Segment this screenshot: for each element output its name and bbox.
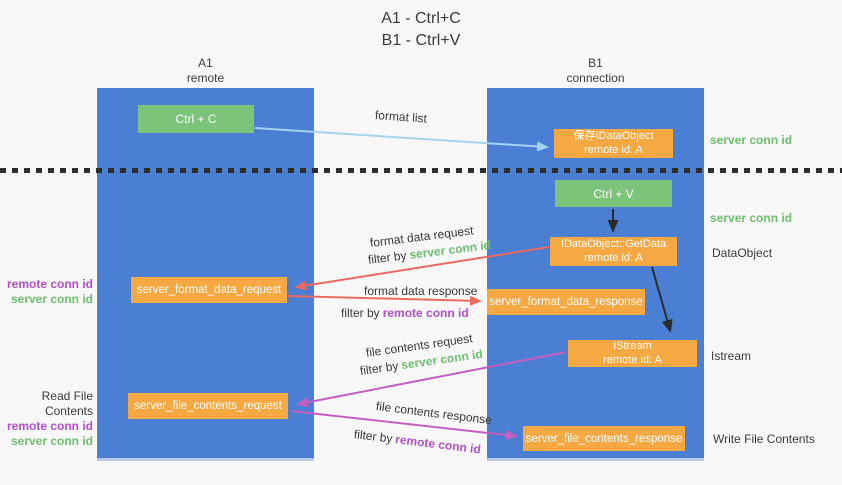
server-conn-id-label: server conn id [10, 434, 93, 448]
node-server-file-contents-request-label: server_file_contents_request [134, 400, 282, 412]
filter-by-text: filter by [367, 248, 408, 267]
node-ctrl-v-label: Ctrl + V [593, 186, 634, 201]
node-getdata-line2: remote id: A [584, 251, 643, 264]
node-getdata-line1: IDataObject::GetData [560, 238, 667, 250]
node-ctrl-c-label: Ctrl + C [175, 112, 217, 126]
remote-conn-id-text: remote conn id [394, 432, 482, 457]
node-server-file-contents-request: server_file_contents_request [128, 393, 288, 419]
server-conn-id-label-right-1: server conn id [710, 133, 793, 147]
node-server-format-data-request: server_format_data_request [131, 277, 287, 303]
node-idataobject-getdata: IDataObject::GetData remote id: A [550, 237, 677, 266]
node-server-format-data-response-label: server_format_data_response [489, 296, 643, 308]
istream-label: Istream [711, 349, 752, 363]
lane-a1-role: remote [186, 71, 225, 85]
node-ctrl-c: Ctrl + C [138, 105, 254, 133]
node-server-file-contents-response-label: server_file_contents_response [525, 432, 683, 445]
file-contents-response-label: file contents response [375, 399, 493, 428]
diagram-title: A1 - Ctrl+C B1 - Ctrl+V [0, 8, 842, 52]
left-conn-id-group-format: remote conn id server conn id [0, 277, 93, 307]
node-server-file-contents-response: server_file_contents_response [523, 426, 685, 451]
format-data-response-label: format data response [364, 284, 478, 298]
remote-conn-id-label: remote conn id [6, 277, 93, 291]
filter-by-text: filter by [353, 427, 394, 446]
filter-by-text: filter by [359, 358, 400, 378]
lane-header-a1: A1 remote [97, 56, 314, 86]
node-save-idataobject-line2: remote id: A [584, 143, 643, 156]
node-save-idataobject: 保存IDataObject remote id: A [554, 129, 673, 158]
node-istream-line1: IStream [613, 340, 652, 352]
dataobject-label: DataObject [712, 246, 773, 260]
server-conn-id-label: server conn id [10, 292, 93, 306]
dotted-separator [0, 168, 842, 173]
remote-conn-id-text: remote conn id [382, 306, 469, 320]
lane-b1-role: connection [566, 71, 625, 85]
node-save-idataobject-line1: 保存IDataObject [573, 130, 654, 142]
remote-conn-id-label: remote conn id [6, 419, 93, 433]
node-server-format-data-response: server_format_data_response [487, 289, 645, 315]
format-list-label: format list [374, 108, 428, 126]
node-ctrl-v: Ctrl + V [555, 180, 672, 207]
lane-b1-name: B1 [588, 56, 603, 70]
left-conn-id-group-file: Read File Contents remote conn id server… [0, 389, 93, 449]
read-file-contents-label: Read File Contents [41, 389, 93, 418]
node-istream-line2: remote id: A [603, 353, 662, 366]
lane-a1-name: A1 [198, 56, 213, 70]
server-conn-id-label-right-2: server conn id [710, 211, 793, 225]
write-file-contents-label: Write File Contents [713, 432, 815, 446]
title-line1: A1 - Ctrl+C [381, 10, 461, 27]
filter-by-text: filter by [341, 306, 380, 320]
node-server-format-data-request-label: server_format_data_request [136, 284, 282, 296]
title-line2: B1 - Ctrl+V [381, 32, 461, 49]
lane-header-b1: B1 connection [487, 56, 704, 86]
file-contents-response-filter-label: filter byremote conn id [353, 427, 481, 456]
node-istream: IStream remote id: A [568, 340, 697, 367]
